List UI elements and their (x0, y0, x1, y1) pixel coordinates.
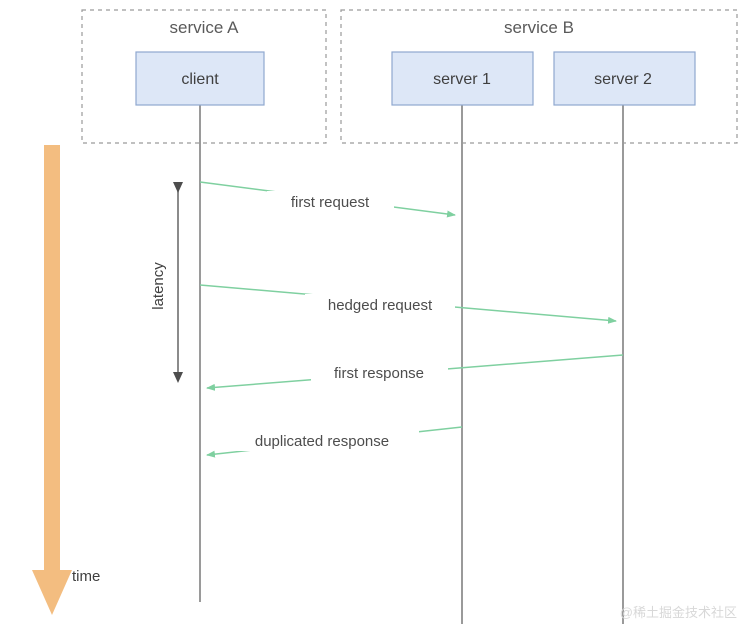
service-a-boundary (81, 9, 327, 144)
duplicated-response-label: duplicated response (255, 433, 389, 450)
lifelines (199, 105, 624, 624)
service-a-title: service A (170, 18, 240, 37)
participant-server-2[interactable]: server 2 (553, 51, 696, 106)
message-duplicated-response: duplicated response (206, 426, 463, 458)
participant-server-1[interactable]: server 1 (391, 51, 534, 106)
time-arrow-icon (32, 145, 72, 615)
group-service-a: service A (81, 9, 327, 144)
first-request-label-backdrop (267, 191, 394, 212)
time-axis-label: time (72, 568, 100, 585)
client-box[interactable] (135, 51, 265, 106)
duplicated-response-label-backdrop (227, 430, 419, 451)
latency-label: latency (150, 262, 167, 310)
server-2-box[interactable] (553, 51, 696, 106)
participant-client[interactable]: client (135, 51, 265, 106)
hedged-request-label: hedged request (328, 297, 433, 314)
first-response-label: first response (334, 365, 424, 382)
message-first-response: first response (206, 354, 624, 391)
message-first-request: first request (199, 181, 456, 218)
latency-measure: latency (150, 182, 183, 383)
server-1-label: server 1 (433, 71, 491, 88)
watermark: @稀土掘金技术社区 (620, 605, 737, 620)
first-request-label: first request (291, 194, 370, 211)
server-2-label: server 2 (594, 71, 652, 88)
client-label: client (181, 71, 219, 88)
first-response-label-backdrop (311, 362, 448, 383)
message-hedged-request: hedged request (199, 284, 617, 324)
server-1-box[interactable] (391, 51, 534, 106)
time-axis: time (32, 145, 100, 615)
group-service-b: service B (340, 9, 738, 144)
hedged-request-label-backdrop (305, 294, 455, 315)
service-b-title: service B (504, 18, 574, 37)
